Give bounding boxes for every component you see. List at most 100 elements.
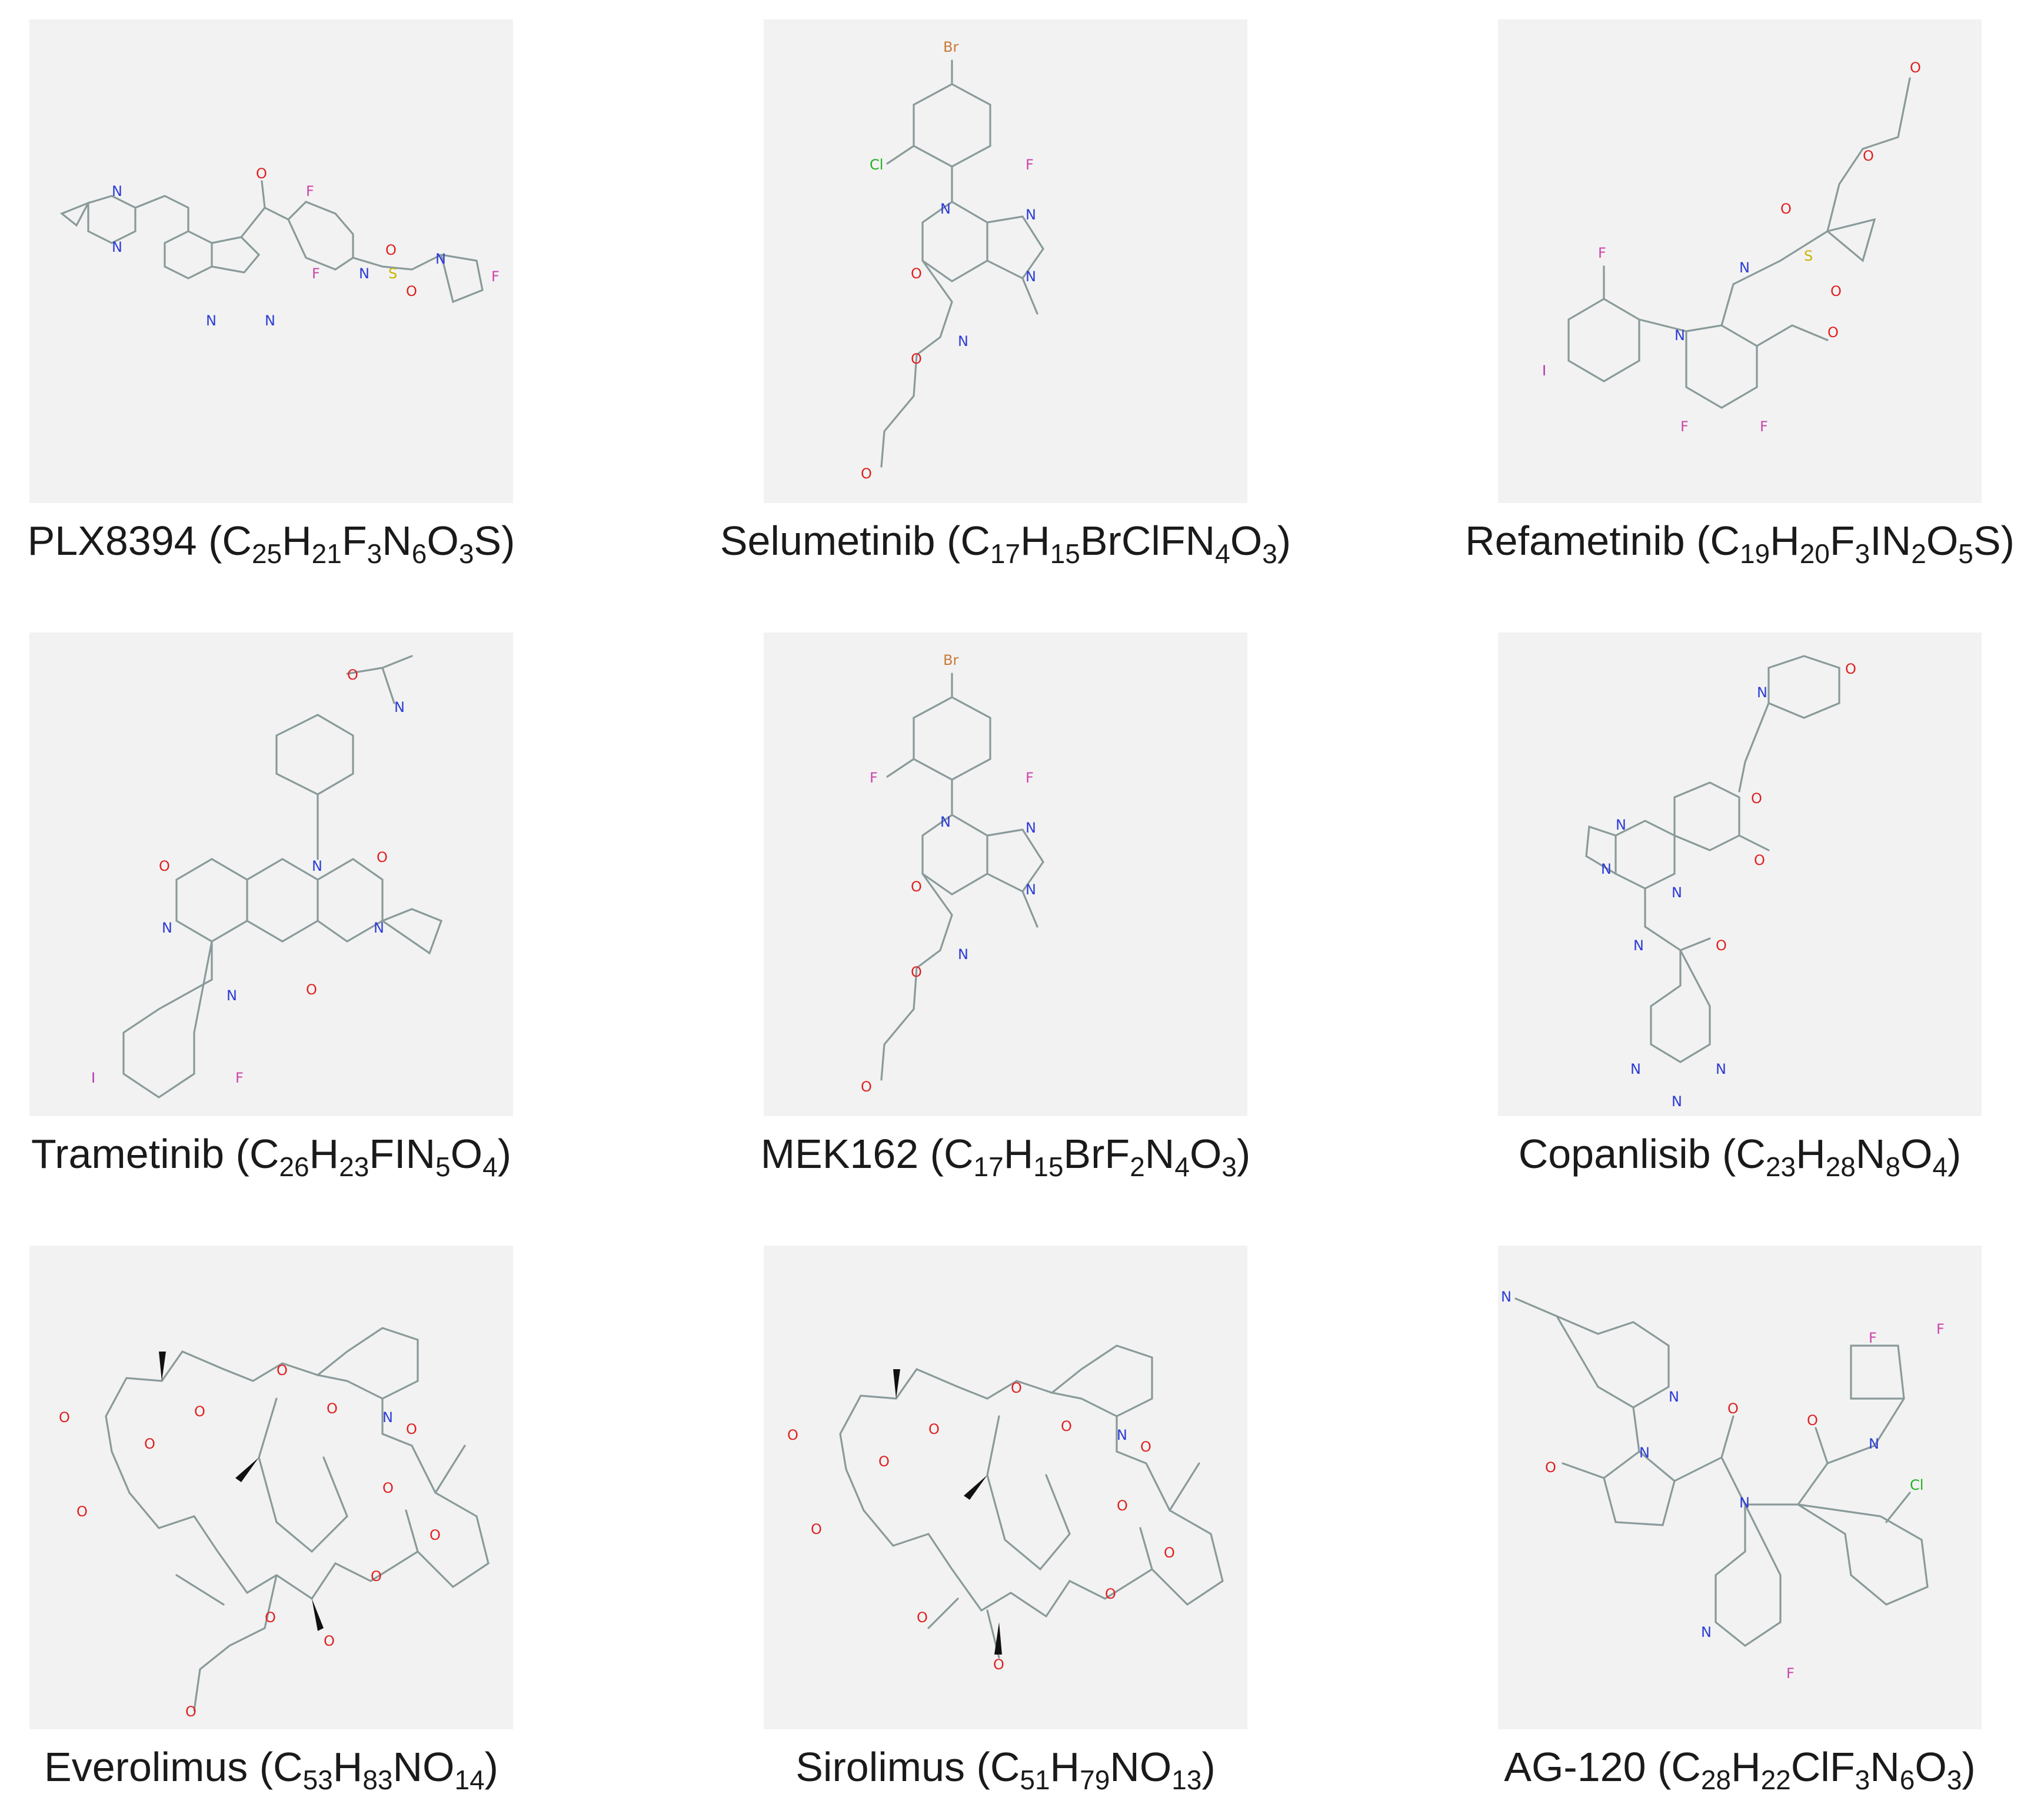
svg-text:O: O [371, 1568, 382, 1585]
structure-image-refametinib: F I N F F N S O O O O O [1498, 19, 1982, 503]
svg-text:N: N [1672, 1093, 1682, 1110]
formula-subscript: 3 [1946, 1765, 1962, 1795]
svg-text:O: O [1140, 1439, 1151, 1455]
svg-text:O: O [377, 849, 388, 866]
svg-text:N: N [1026, 881, 1036, 898]
svg-text:N: N [1117, 1427, 1127, 1443]
svg-text:O: O [347, 667, 358, 683]
svg-text:O: O [385, 242, 397, 258]
svg-text:O: O [911, 964, 922, 980]
formula-subscript: 53 [302, 1765, 333, 1795]
svg-text:O: O [787, 1427, 798, 1443]
svg-text:N: N [112, 183, 122, 199]
molecule-name: Refametinib [1465, 518, 1685, 564]
structure-image-trametinib: O N N O N O O N N F I [29, 633, 513, 1116]
svg-text:F: F [870, 770, 878, 786]
svg-text:N: N [1633, 937, 1644, 954]
structure-plx8394: O F F N S O O N F N N N N [59, 165, 500, 329]
svg-text:S: S [1804, 248, 1813, 264]
structure-image-mek162: Br F N F N N O N O O [764, 633, 1247, 1116]
formula-subscript: 26 [279, 1151, 309, 1182]
svg-text:N: N [162, 920, 172, 936]
structure-image-selumetinib: Br Cl N F N N O N O O [764, 19, 1247, 503]
formula-subscript: 2 [1911, 538, 1926, 569]
formula-subscript: 3 [1221, 1151, 1237, 1182]
svg-text:S: S [388, 265, 397, 282]
formula-subscript: 20 [1799, 538, 1830, 569]
formula-subscript: 22 [1760, 1765, 1791, 1795]
formula-subscript: 4 [1174, 1151, 1190, 1182]
svg-text:O: O [185, 1703, 197, 1720]
caption-trametinib: Trametinib (C26H23FIN5O4) [0, 1126, 578, 1182]
structure-image-sirolimus: O O O O O O N O O O O O O [764, 1246, 1247, 1729]
formula-subscript: 83 [362, 1765, 393, 1795]
svg-text:N: N [1757, 684, 1767, 701]
structure-selumetinib: Br Cl N F N N O N O O [861, 39, 1044, 482]
caption-refametinib: Refametinib (C19H20F3IN2O5S) [1433, 512, 2044, 569]
svg-text:O: O [1105, 1586, 1116, 1602]
formula-subscript: 8 [1885, 1151, 1900, 1182]
svg-text:N: N [1026, 207, 1036, 223]
svg-text:O: O [1910, 59, 1921, 76]
svg-text:N: N [359, 265, 369, 282]
svg-text:N: N [112, 239, 122, 255]
svg-text:O: O [811, 1521, 822, 1537]
structure-trametinib: O N N O N O O N N F I [91, 655, 443, 1099]
svg-text:O: O [1545, 1459, 1556, 1476]
svg-text:O: O [327, 1400, 338, 1417]
structure-copanlisib: O N O O N N N N O N N N [1585, 655, 1856, 1110]
svg-text:F: F [1869, 1330, 1877, 1346]
structure-everolimus: O O O O O O N O O O O O O O [59, 1327, 490, 1720]
svg-text:O: O [159, 858, 170, 874]
svg-text:O: O [861, 465, 872, 482]
svg-text:I: I [1542, 362, 1546, 379]
formula-subscript: 6 [411, 538, 427, 569]
formula-subscript: 15 [1050, 538, 1080, 569]
formula-subscript: 4 [1932, 1151, 1948, 1182]
formula-subscript: 3 [1855, 1765, 1870, 1795]
svg-text:N: N [1639, 1444, 1650, 1461]
svg-text:F: F [235, 1070, 244, 1086]
svg-text:O: O [277, 1362, 288, 1379]
caption-copanlisib: Copanlisib (C23H28N8O4) [1433, 1126, 2044, 1182]
structure-image-copanlisib: O N O O N N N N O N N N [1498, 633, 1982, 1116]
svg-text:F: F [312, 265, 320, 282]
molecular-formula: (C53H83NO14) [259, 1744, 498, 1795]
svg-text:N: N [1630, 1061, 1641, 1077]
svg-text:O: O [144, 1436, 155, 1452]
svg-text:O: O [911, 351, 922, 367]
svg-text:N: N [1739, 259, 1750, 276]
svg-text:O: O [1751, 790, 1762, 807]
svg-text:F: F [1026, 770, 1034, 786]
caption-ag-120: AG-120 (C28H22ClF3N6O3) [1433, 1739, 2044, 1795]
svg-text:O: O [76, 1503, 88, 1520]
molecule-name: Trametinib [31, 1131, 225, 1177]
svg-text:N: N [374, 920, 384, 936]
formula-subscript: 6 [1899, 1765, 1915, 1795]
formula-subscript: 4 [1215, 538, 1230, 569]
molecule-name: MEK162 [760, 1131, 919, 1177]
structure-sirolimus: O O O O O O N O O O O O O [787, 1344, 1224, 1673]
formula-subscript: 21 [311, 538, 342, 569]
caption-sirolimus: Sirolimus (C51H79NO13) [699, 1739, 1312, 1795]
svg-text:O: O [306, 981, 317, 998]
svg-text:Br: Br [943, 39, 958, 55]
molecular-formula: (C17H15BrF2N4O3) [930, 1131, 1251, 1182]
molecular-formula: (C51H79NO13) [976, 1744, 1216, 1795]
svg-text:N: N [312, 858, 322, 874]
svg-text:O: O [1164, 1545, 1175, 1561]
svg-text:O: O [1845, 661, 1856, 677]
formula-subscript: 4 [482, 1151, 498, 1182]
formula-subscript: 79 [1080, 1765, 1110, 1795]
svg-text:O: O [861, 1079, 872, 1095]
formula-subscript: 5 [435, 1151, 451, 1182]
svg-text:O: O [1716, 937, 1727, 954]
molecular-formula: (C17H15BrClFN4O3) [947, 518, 1291, 569]
svg-text:Br: Br [943, 652, 958, 668]
svg-text:O: O [382, 1480, 394, 1496]
svg-text:N: N [1672, 884, 1682, 901]
svg-text:O: O [1830, 283, 1842, 299]
svg-text:N: N [394, 699, 405, 715]
formula-subscript: 3 [1262, 538, 1277, 569]
svg-text:O: O [324, 1633, 335, 1649]
